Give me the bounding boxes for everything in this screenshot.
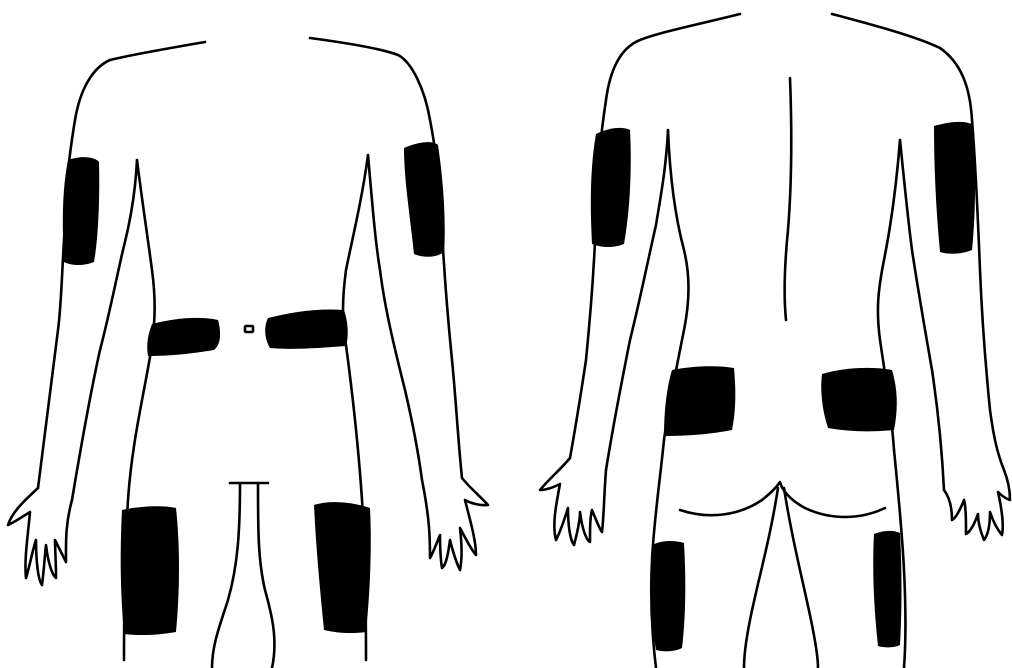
front-navel [245,326,253,332]
back-right-hand [944,470,1010,540]
back-buttock-left-site [664,366,735,436]
back-upper-arm-right-site [934,122,975,254]
front-abdomen-right-site [265,309,348,348]
front-left-shoulder-line [75,42,205,120]
back-thigh-right-site [873,531,901,648]
back-left-hand [540,458,606,545]
back-thigh-left-site [651,541,686,651]
front-body-figure [8,38,488,668]
front-left-hand [8,488,72,585]
back-injection-sites [591,122,975,651]
back-left-inner-leg [744,488,778,668]
back-right-arm-outer [972,120,1004,470]
front-upper-arm-left-site [63,157,99,265]
back-body-figure [540,14,1010,668]
back-right-inner-leg [784,488,818,668]
front-right-shoulder-line [310,38,430,120]
front-upper-arm-right-site [404,142,445,257]
back-body-outline [540,14,1010,668]
front-thigh-left-site [121,506,179,635]
front-injection-sites [63,142,445,635]
back-left-shoulder-line [606,14,740,100]
front-right-hand [422,478,488,570]
back-right-shoulder-line [832,14,972,120]
back-upper-arm-left-site [591,128,631,247]
front-abdomen-left-site [147,318,220,356]
front-thigh-right-site [314,502,371,633]
back-buttocks-line [680,482,885,517]
front-left-inner-leg [212,483,240,668]
back-spine-line [785,78,792,320]
front-body-outline [8,38,488,668]
back-buttock-right-site [821,368,897,431]
front-right-inner-leg [258,483,274,668]
